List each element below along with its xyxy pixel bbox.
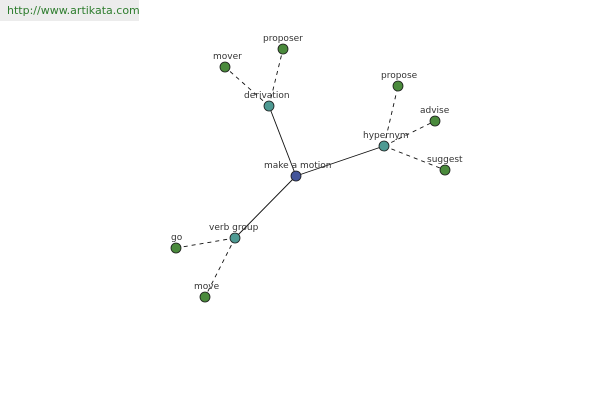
edge-hypernym-propose	[383, 85, 399, 147]
edge-center-hypernym	[295, 145, 385, 177]
center-node-label[interactable]: make a motion	[264, 161, 331, 171]
relation-node-derivation[interactable]	[263, 100, 275, 112]
word-label-proposer[interactable]: proposer	[263, 34, 303, 44]
word-label-propose[interactable]: propose	[381, 71, 418, 81]
word-label-mover[interactable]: mover	[213, 52, 242, 62]
edge-center-derivation	[268, 105, 297, 177]
edge-derivation-proposer	[268, 48, 284, 107]
edge-center-verb-group	[234, 175, 297, 239]
word-label-suggest[interactable]: suggest	[427, 155, 463, 165]
word-node-proposer[interactable]	[277, 43, 289, 55]
word-label-advise[interactable]: advise	[420, 106, 450, 116]
relation-node-verb-group[interactable]	[229, 232, 241, 244]
edge-verb-group-move	[204, 237, 236, 298]
graph-nodes	[170, 43, 451, 303]
url-bar: http://www.artikata.com	[0, 0, 140, 21]
edge-verb-group-go	[175, 237, 236, 249]
word-node-advise[interactable]	[429, 115, 441, 127]
edge-derivation-mover	[224, 66, 270, 107]
word-node-suggest[interactable]	[439, 164, 451, 176]
word-node-go[interactable]	[170, 242, 182, 254]
word-node-move[interactable]	[199, 291, 211, 303]
edge-hypernym-suggest	[383, 145, 446, 171]
relation-node-hypernym[interactable]	[378, 140, 390, 152]
site-link[interactable]: http://www.artikata.com	[7, 4, 140, 17]
relation-label-derivation[interactable]: derivation	[244, 91, 290, 101]
graph-labels: make a motion derivation mover proposer hype…	[171, 34, 463, 292]
center-node[interactable]	[290, 170, 302, 182]
edge-hypernym-advise	[383, 120, 436, 147]
word-node-propose[interactable]	[392, 80, 404, 92]
word-node-mover[interactable]	[219, 61, 231, 73]
relation-label-verb-group[interactable]: verb group	[209, 223, 259, 233]
relation-label-hypernym[interactable]: hypernym	[363, 131, 409, 141]
word-label-go[interactable]: go	[171, 233, 183, 243]
graph-edges	[175, 48, 446, 298]
word-label-move[interactable]: move	[194, 282, 220, 292]
